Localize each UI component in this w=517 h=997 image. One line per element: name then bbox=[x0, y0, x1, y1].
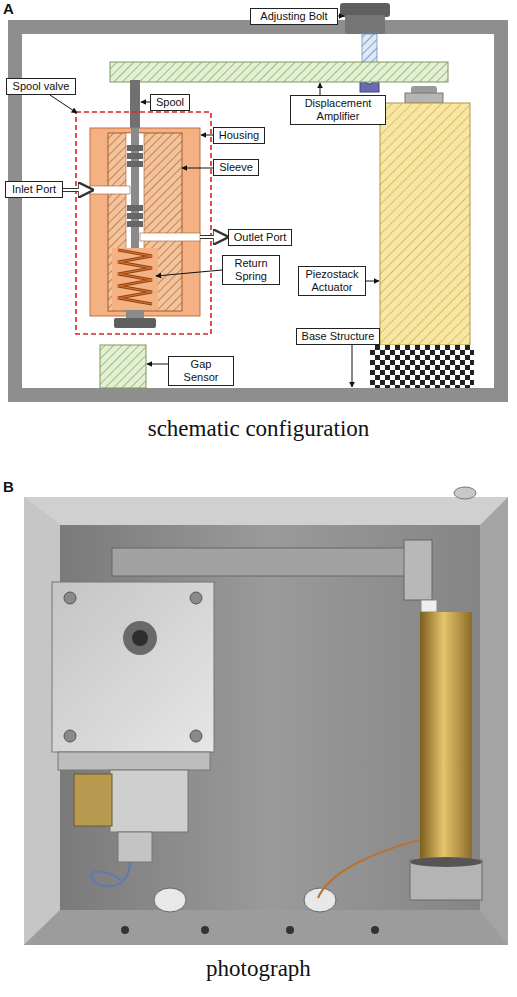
callout-box: Base Structure bbox=[296, 328, 380, 345]
photo-actuator-wire bbox=[318, 840, 420, 898]
photo-box bbox=[24, 497, 508, 945]
photo-screw bbox=[190, 592, 202, 604]
callout-box: Gap Sensor bbox=[168, 356, 234, 386]
leader-line bbox=[182, 168, 213, 169]
callout-box: Outlet Port bbox=[228, 229, 292, 246]
spool-land bbox=[127, 205, 143, 211]
leader-line bbox=[50, 95, 77, 113]
leader-line bbox=[320, 83, 321, 95]
photo-floor bbox=[24, 910, 508, 945]
spool-land bbox=[127, 161, 143, 167]
spool-stem bbox=[130, 80, 140, 130]
spool-land bbox=[127, 145, 143, 151]
leader-line bbox=[338, 16, 344, 17]
callout-box: Inlet Port bbox=[5, 181, 63, 198]
photo-port bbox=[123, 621, 157, 655]
photo-sensor-mount bbox=[58, 752, 210, 770]
callout-text: Inlet Port bbox=[9, 183, 59, 196]
piezo-stack bbox=[380, 103, 470, 345]
base-frame bbox=[8, 20, 508, 402]
callout-box: Sleeve bbox=[213, 159, 259, 176]
spool-land bbox=[127, 221, 143, 227]
gap-sensor bbox=[100, 345, 146, 388]
panel-caption: schematic configuration bbox=[0, 416, 517, 442]
callout-text: Spool bbox=[154, 96, 186, 109]
callout-text: Adjusting Bolt bbox=[254, 10, 334, 23]
callout-box: Adjusting Bolt bbox=[250, 8, 338, 25]
callout-box: Housing bbox=[213, 127, 265, 144]
photo-base-ring bbox=[410, 857, 482, 867]
photo-cable-opening bbox=[304, 888, 336, 912]
spool-tail bbox=[126, 310, 144, 318]
inlet-passage bbox=[90, 186, 130, 194]
spool-land bbox=[127, 153, 143, 159]
return-spring bbox=[118, 250, 152, 304]
frame-interior bbox=[22, 34, 494, 388]
photo-hole bbox=[121, 926, 129, 934]
photo-pivot bbox=[404, 540, 432, 600]
return-spring-highlight bbox=[118, 250, 152, 304]
amplifier-lever bbox=[110, 62, 448, 82]
photo-sensor-bracket bbox=[110, 770, 188, 832]
leader-line bbox=[201, 135, 213, 136]
photo-valve-block bbox=[52, 582, 214, 752]
leader-line bbox=[366, 281, 379, 282]
photo-right-wall bbox=[480, 497, 508, 945]
photo-hole bbox=[201, 926, 209, 934]
photo-screw bbox=[64, 730, 76, 742]
outlet-flow-arrow bbox=[200, 235, 227, 239]
spool-land bbox=[127, 213, 143, 219]
photo-amplifier bbox=[112, 548, 422, 576]
callout-box: Spool valve bbox=[6, 78, 76, 95]
photo-cable-opening bbox=[154, 888, 186, 912]
valve-housing bbox=[90, 128, 200, 316]
bolt-nut bbox=[345, 15, 385, 34]
photo-port-hole bbox=[132, 630, 148, 646]
photo-piezo-actuator bbox=[420, 612, 472, 862]
callout-text: Housing bbox=[217, 129, 261, 142]
panel-letter: B bbox=[3, 478, 23, 495]
actuator-cap bbox=[405, 93, 443, 103]
callout-text: Sleeve bbox=[217, 161, 255, 174]
callout-text: Return Spring bbox=[226, 257, 276, 283]
outlet-passage bbox=[140, 233, 200, 241]
callout-text: Spool valve bbox=[10, 80, 72, 93]
bolt-head bbox=[340, 3, 390, 17]
leader-line bbox=[352, 345, 353, 387]
callout-box: Piezostack Actuator bbox=[298, 266, 366, 296]
panel-letter: A bbox=[3, 0, 23, 17]
photo-gap-sensor bbox=[74, 774, 112, 826]
photo-screw bbox=[190, 730, 202, 742]
callout-box: Return Spring bbox=[222, 255, 280, 285]
outlet-flow-arrow-core bbox=[200, 236, 223, 238]
photo-sensor-holder bbox=[118, 832, 152, 862]
callout-text: Outlet Port bbox=[232, 231, 288, 244]
photo-top-edge bbox=[24, 497, 508, 525]
photo-sensor-cable bbox=[91, 862, 130, 886]
callout-text: Base Structure bbox=[300, 330, 376, 343]
panel-caption: photograph bbox=[0, 956, 517, 982]
leader-line bbox=[147, 364, 168, 365]
leader-line bbox=[141, 102, 150, 103]
callout-box: Displacement Amplifier bbox=[290, 95, 386, 125]
photo-screw bbox=[64, 592, 76, 604]
leader-line bbox=[156, 270, 222, 276]
valve-sleeve bbox=[108, 133, 182, 311]
callout-text: Piezostack Actuator bbox=[302, 268, 362, 294]
spring-chamber bbox=[112, 248, 158, 310]
photo-hole bbox=[371, 926, 379, 934]
checkered-base bbox=[370, 345, 474, 388]
callout-text: Displacement Amplifier bbox=[294, 97, 382, 123]
photo-actuator-tip bbox=[421, 600, 437, 612]
photo-bolt bbox=[454, 487, 476, 499]
inlet-flow-arrow bbox=[63, 188, 92, 192]
callout-box: Spool bbox=[150, 94, 190, 111]
target-disk bbox=[114, 318, 156, 328]
inlet-flow-arrow-core bbox=[63, 189, 88, 191]
photo-hole bbox=[286, 926, 294, 934]
callout-text: Gap Sensor bbox=[172, 358, 230, 384]
valve-boundary bbox=[76, 112, 211, 334]
